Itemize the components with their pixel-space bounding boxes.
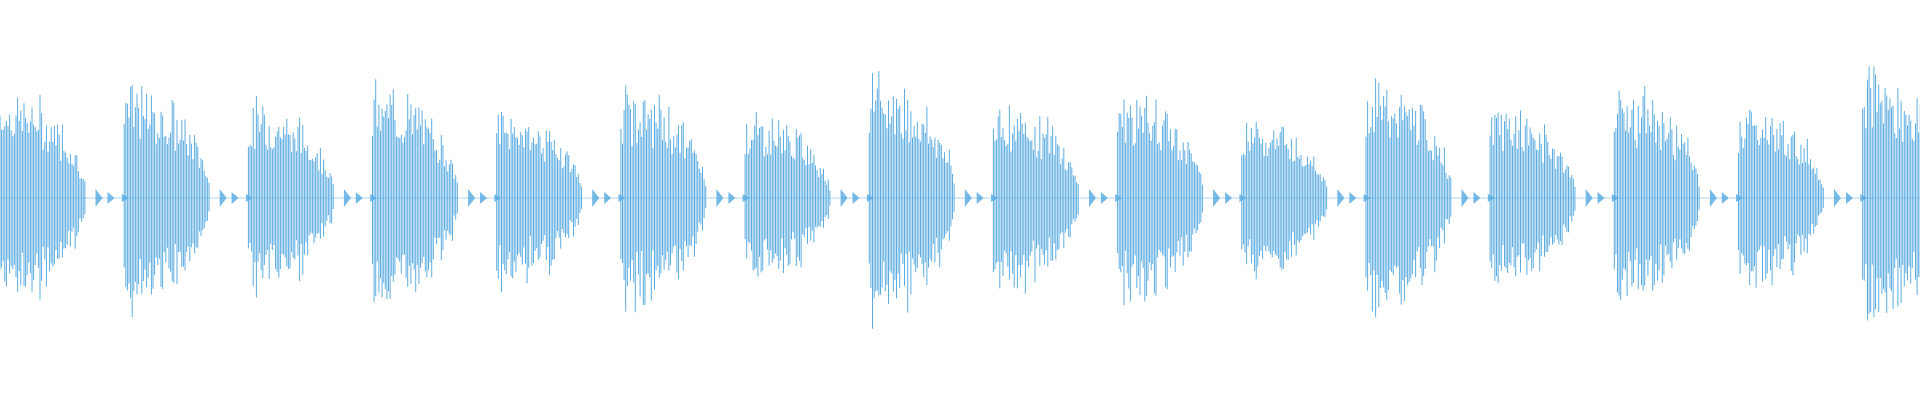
burst-tail [107, 192, 115, 204]
burst-tail [1834, 189, 1841, 207]
burst-body [620, 85, 707, 313]
burst-tail [1100, 192, 1108, 204]
burst-tail [1721, 192, 1729, 204]
burst-tail [468, 189, 476, 207]
waveform-burst [1862, 66, 1920, 321]
waveform-burst [1613, 86, 1744, 300]
burst-tail [1213, 189, 1221, 207]
burst-tail [964, 189, 972, 207]
waveform-burst [1489, 110, 1619, 284]
burst-body [1489, 110, 1576, 284]
burst-body [496, 111, 582, 293]
burst-tail [1225, 192, 1233, 204]
burst-body [1241, 121, 1328, 280]
waveform-burst [123, 85, 253, 318]
burst-tail [355, 192, 363, 204]
waveform-burst [868, 71, 998, 329]
waveform-burst [0, 94, 129, 300]
burst-tail [852, 192, 860, 204]
burst-tail [1089, 189, 1096, 207]
waveform-burst [1241, 121, 1371, 280]
burst-tail [1473, 192, 1481, 204]
burst-tail [716, 189, 724, 207]
burst-body [247, 96, 334, 298]
burst-body [1365, 78, 1452, 318]
burst-body [372, 79, 458, 303]
waveform-burst [744, 111, 874, 277]
burst-body [992, 105, 1079, 294]
waveform-burst [1117, 95, 1247, 306]
burst-tail [1349, 192, 1357, 204]
burst-tail [1461, 189, 1469, 207]
burst-body [1613, 86, 1700, 300]
burst-body [1738, 109, 1824, 288]
waveform-burst [620, 85, 750, 313]
burst-tail [343, 189, 351, 207]
burst-tail [1585, 189, 1593, 207]
burst-tail [1709, 189, 1717, 207]
burst-tail [219, 189, 227, 207]
burst-tail [480, 192, 487, 204]
burst-tail [592, 189, 600, 207]
burst-body [744, 111, 831, 277]
burst-tail [1846, 192, 1853, 204]
waveform-burst [1365, 78, 1495, 318]
burst-tail [604, 192, 612, 204]
burst-body [123, 85, 210, 318]
burst-tail [95, 189, 103, 207]
burst-tail [976, 192, 984, 204]
waveform-burst [372, 79, 502, 303]
burst-body [1117, 95, 1203, 306]
burst-body [0, 94, 86, 300]
burst-tail [728, 192, 736, 204]
waveform-burst [247, 96, 378, 298]
burst-tail [840, 189, 848, 207]
burst-tail [1337, 189, 1345, 207]
burst-tail [231, 192, 239, 204]
burst-body [1862, 66, 1920, 321]
waveform-burst [496, 111, 626, 293]
burst-tail [1597, 192, 1605, 204]
waveform-burst [992, 105, 1123, 294]
waveform-bursts [0, 66, 1920, 329]
waveform-burst [1738, 109, 1868, 288]
burst-body [868, 71, 955, 329]
